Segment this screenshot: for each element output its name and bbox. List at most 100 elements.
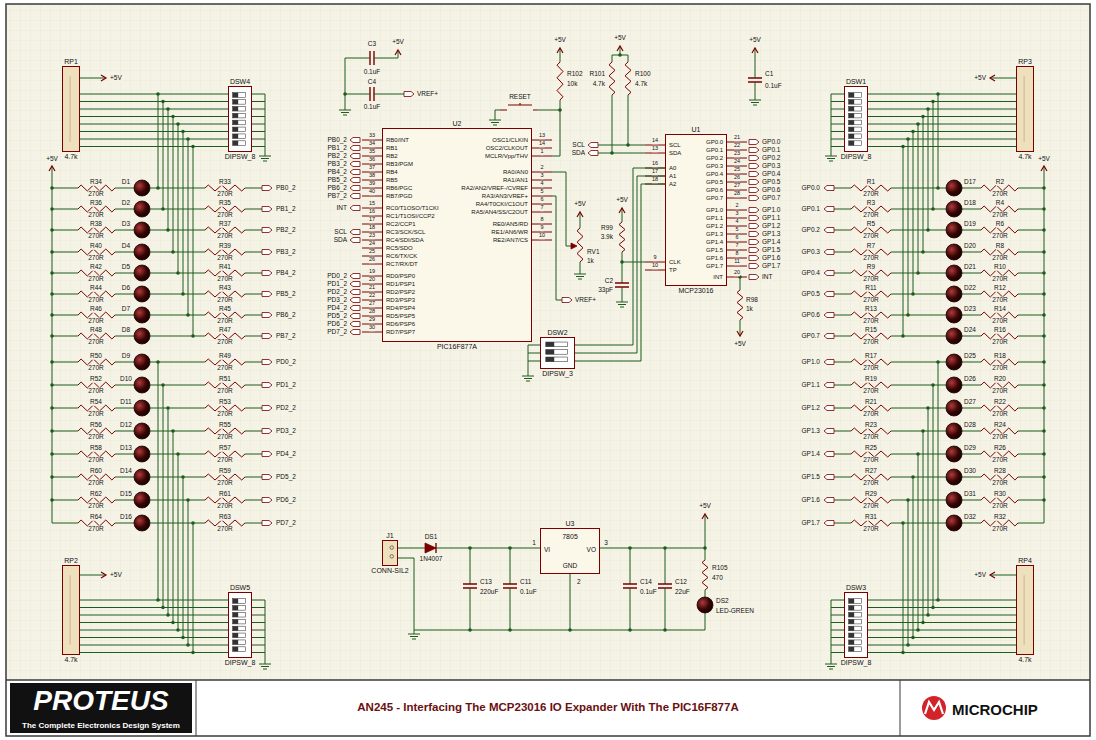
pin-name: GP0.3	[706, 163, 723, 169]
switch-slot	[233, 93, 246, 98]
led-reference: D4	[122, 243, 130, 250]
wire	[252, 615, 265, 616]
pin-name: RC1/T1OSI/CCP2	[386, 213, 435, 219]
junction-dot	[161, 383, 165, 387]
resistor-value: 270R	[88, 388, 104, 395]
dip-switch: DSW3DIPSW_8	[844, 592, 868, 658]
wire	[868, 109, 1016, 110]
net-terminal	[262, 271, 272, 276]
resistor-pack: RP44.7k	[1016, 565, 1034, 655]
net-terminal	[749, 275, 759, 280]
pin-name: RB7/PGD	[386, 193, 412, 199]
net-terminal	[350, 170, 360, 175]
resistor-reference: R14	[994, 306, 1006, 313]
pin-name: RD1/PSP1	[386, 281, 415, 287]
switch-slot	[849, 127, 862, 132]
resistor-reference: R1	[867, 179, 875, 186]
wire	[831, 124, 844, 125]
pin-name: GP1.7	[706, 263, 723, 269]
wire	[115, 336, 134, 337]
wire	[52, 336, 78, 337]
pin-line	[727, 266, 747, 267]
resistor-reference: R12	[994, 285, 1006, 292]
switch-toggle	[849, 93, 855, 98]
resistor-reference: R58	[90, 445, 102, 452]
wire	[962, 188, 981, 189]
led-symbol	[697, 597, 713, 613]
wire	[115, 477, 134, 478]
component-label: R98	[746, 297, 758, 304]
net-label: PD2_2	[276, 405, 296, 412]
switch-toggle	[233, 626, 239, 631]
junction-dot	[508, 628, 512, 632]
switch-slot	[546, 350, 568, 355]
pin-name: RC4/SDI/SDA	[386, 237, 424, 243]
pin-number: 18	[652, 177, 658, 183]
resistor-reference: R44	[90, 285, 102, 292]
resistor-reference: R47	[219, 327, 231, 334]
resistor-reference: R57	[219, 445, 231, 452]
sheet-title: AN245 - Interfacing The MCP23016 IO Expa…	[357, 702, 738, 714]
resistor-value: 270R	[863, 388, 879, 395]
net-terminal	[262, 292, 272, 297]
wire	[80, 101, 228, 102]
wire	[552, 100, 560, 156]
ground-symbol	[408, 630, 420, 639]
resistor-value: 270R	[217, 365, 233, 372]
led-symbol	[946, 469, 962, 485]
net-label: PB2_2	[327, 153, 347, 160]
component-label: C1	[765, 71, 773, 78]
resistor-value: 270R	[863, 526, 879, 533]
wire	[962, 500, 981, 501]
wire	[115, 315, 134, 316]
resistor-value: 270R	[217, 276, 233, 283]
wire	[178, 454, 179, 630]
switch-slot	[233, 134, 246, 139]
pin-name: GP0.2	[706, 155, 723, 161]
junction-dot	[901, 334, 905, 338]
wire	[834, 408, 851, 409]
wire	[163, 385, 164, 608]
wire	[834, 477, 851, 478]
resistor-value: 270R	[992, 318, 1008, 325]
net-terminal	[262, 383, 272, 388]
component-label: 220uF	[480, 589, 498, 596]
wire	[705, 590, 706, 597]
pin-line	[532, 212, 552, 213]
pin-number: 2	[540, 165, 543, 171]
resistor-value: 270R	[863, 503, 879, 510]
pin-name: RD6/PSP6	[386, 321, 415, 327]
pin-number: 33	[369, 133, 375, 139]
net-terminal	[824, 383, 834, 388]
pin-number: 26	[369, 257, 375, 263]
resistor-value: 270R	[992, 339, 1008, 346]
switch-slot	[233, 619, 246, 624]
junction-dot	[936, 186, 940, 190]
net-label: PB6_2	[276, 312, 296, 319]
net-label: GP1.0	[802, 359, 820, 366]
wire	[831, 652, 844, 653]
junction-dot	[936, 360, 940, 364]
pin-name: RA2/AN2/VREF-/CVREF	[461, 185, 528, 191]
net-terminal	[350, 138, 360, 143]
resistor-reference: R43	[219, 285, 231, 292]
wire	[831, 139, 844, 140]
pin-line	[645, 270, 665, 271]
junction-dot	[620, 260, 624, 264]
led-reference: D24	[964, 327, 976, 334]
power-label: +5V	[734, 341, 746, 348]
capacitor-symbol	[503, 584, 517, 588]
wire	[252, 630, 265, 631]
switch-slot	[849, 647, 862, 652]
junction-dot	[901, 651, 905, 655]
wire	[834, 362, 851, 363]
wire	[891, 315, 946, 316]
led-symbol	[946, 423, 962, 439]
net-label: GP0.2	[802, 227, 820, 234]
led-reference: D2	[122, 200, 130, 207]
pin-line	[727, 198, 747, 199]
component-value: PIC16F877A	[437, 343, 477, 350]
wire	[173, 431, 174, 623]
wire	[598, 145, 645, 146]
ground-symbol	[825, 152, 837, 161]
